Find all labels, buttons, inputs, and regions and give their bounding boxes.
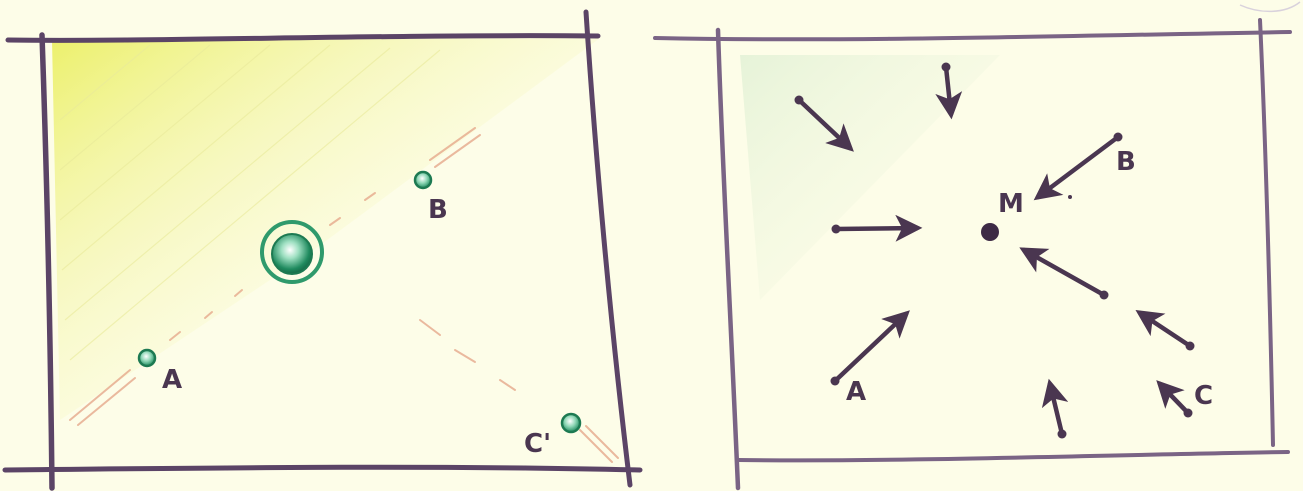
central-mass	[272, 234, 312, 274]
ball-c	[562, 414, 580, 432]
left-frame-bottom	[5, 467, 640, 470]
ball-b	[415, 172, 431, 188]
stray-dot	[1068, 195, 1072, 199]
label-a-left: A	[162, 365, 182, 395]
label-c-right: C	[1194, 381, 1213, 411]
label-m: M	[998, 189, 1024, 219]
label-b-right: B	[1116, 147, 1136, 177]
label-a-right: A	[846, 377, 866, 407]
point-m	[981, 223, 999, 241]
ball-a	[139, 350, 155, 366]
label-b-left: B	[428, 195, 448, 225]
label-c-left: C'	[524, 429, 551, 459]
